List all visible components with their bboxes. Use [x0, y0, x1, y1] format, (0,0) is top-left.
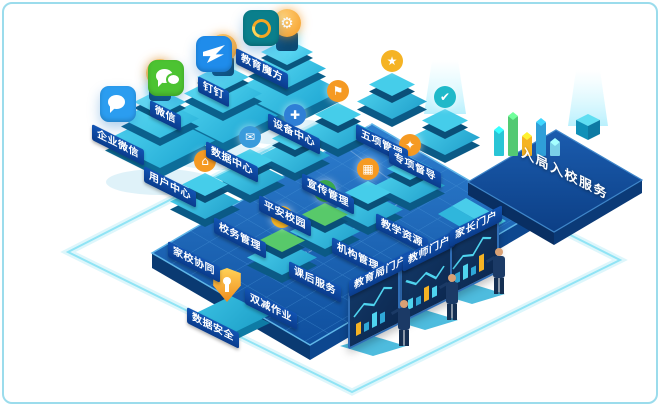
bar: [550, 142, 560, 156]
person-head: [400, 300, 408, 308]
stack-layer: [315, 103, 361, 126]
person-head: [495, 248, 503, 256]
chat-bubble-shape: [168, 75, 179, 84]
screen-chart: [405, 265, 445, 311]
person-body: [493, 256, 505, 278]
person-legs: [447, 304, 457, 320]
hologram-beam: [568, 70, 608, 126]
swirl-ring-shape: [248, 15, 275, 42]
hologram-cube: [588, 120, 600, 140]
enterprise-wechat-icon: [100, 86, 136, 122]
publicity-icon: ⚑: [327, 80, 349, 102]
hologram-cube: [576, 120, 588, 140]
bar: [494, 130, 504, 156]
screen-chart: [452, 236, 492, 285]
person-body: [398, 308, 410, 330]
person-figure: [485, 248, 507, 298]
module-five-management: ★: [357, 48, 427, 128]
safe-campus-icon: ✚: [284, 104, 306, 126]
school-affairs-icon: ✉: [239, 126, 261, 148]
wing-shape: [203, 45, 225, 63]
app-wechat: [148, 60, 184, 96]
stack-layer: [345, 181, 391, 204]
chat-bubble-shape: [108, 95, 125, 113]
person-legs: [494, 278, 504, 294]
edu-cube-icon: [243, 10, 279, 46]
portal-screen-teacher: [400, 240, 452, 324]
screen-chart: [353, 286, 393, 337]
person-body: [446, 282, 458, 304]
right-platform-side: [554, 180, 642, 245]
bar: [522, 136, 532, 156]
app-dingtalk: [196, 36, 232, 72]
wechat-icon: [148, 60, 184, 96]
institution-icon: ▦: [357, 158, 379, 180]
portal-screen-parent: [447, 214, 499, 298]
stack-layer: [369, 73, 415, 96]
five-management-icon: ★: [381, 50, 403, 72]
supervision-icon: ✔: [434, 86, 456, 108]
app-edu-cube: [243, 10, 279, 46]
bar: [536, 122, 546, 156]
person-legs: [399, 330, 409, 346]
stack-layer: [302, 203, 348, 226]
portal-screen-bureau: [348, 266, 400, 350]
module-special-supervision: ✔: [410, 84, 480, 164]
person-head: [448, 274, 456, 282]
dingtalk-icon: [196, 36, 232, 72]
stack-layer: [259, 229, 305, 252]
bar: [508, 116, 518, 156]
person-figure: [390, 300, 412, 350]
stack-layer: [422, 109, 468, 132]
person-figure: [438, 274, 460, 324]
app-enterprise-wechat: [100, 86, 136, 122]
bar-chart-icon: [494, 96, 574, 156]
right-platform-side: [468, 182, 554, 245]
